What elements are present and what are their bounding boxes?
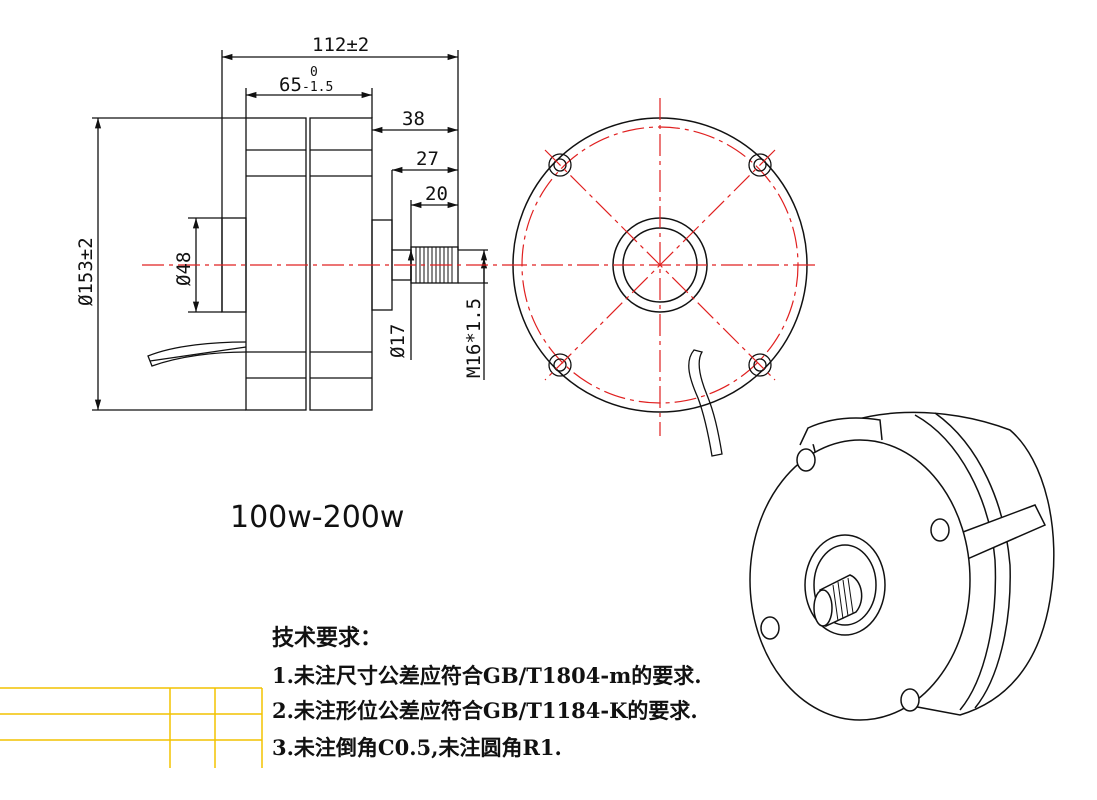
body-length-dim: 65 xyxy=(279,74,302,96)
shaft-step-length-dim: 27 xyxy=(416,148,439,170)
side-view xyxy=(92,50,488,411)
requirement-item-1: 1.未注尺寸公差应符合GB/T1804-m的要求. xyxy=(272,663,702,688)
front-view xyxy=(505,98,820,457)
stator-right-half xyxy=(309,117,373,411)
thread-spec-dim: M16*1.5 xyxy=(463,298,485,378)
front-cable xyxy=(688,349,723,457)
requirement-item-3: 3.未注倒角C0.5,未注圆角R1. xyxy=(272,735,562,760)
hub-diameter-dim: Ø48 xyxy=(173,252,195,286)
outer-diameter-dim: Ø153±2 xyxy=(75,237,97,306)
body-length-tol-lower: -1.5 xyxy=(302,80,333,95)
model-label: 100w-200w xyxy=(230,500,404,535)
shaft-diameter-dim: Ø17 xyxy=(387,324,409,358)
body-length-tol-upper: 0 xyxy=(310,65,318,80)
stator-left-half xyxy=(245,117,307,411)
requirements-block: 技术要求： 1.未注尺寸公差应符合GB/T1804-m的要求. 2.未注形位公差… xyxy=(272,625,702,760)
isometric-view xyxy=(749,411,1055,721)
thread-length-dim: 20 xyxy=(425,183,448,205)
requirement-item-2: 2.未注形位公差应符合GB/T1184-K的要求. xyxy=(272,698,698,723)
overall-length-dim: 112±2 xyxy=(312,34,369,56)
requirements-title: 技术要求： xyxy=(272,625,382,651)
shaft-length-dim: 38 xyxy=(402,108,425,130)
title-block xyxy=(0,687,263,768)
side-cable xyxy=(147,341,247,367)
